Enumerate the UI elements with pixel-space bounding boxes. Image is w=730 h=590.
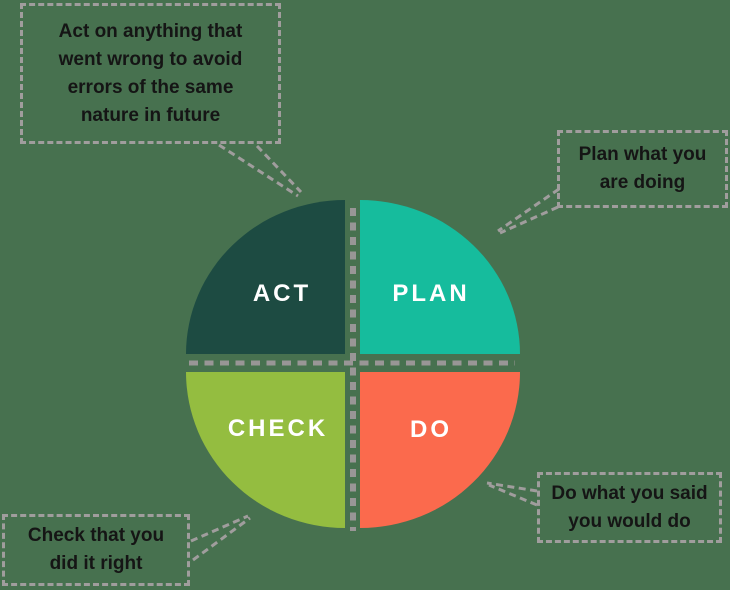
check-callout-tail: [190, 514, 251, 562]
act-callout-tail: [218, 143, 303, 198]
check-callout: Check that you did it right: [2, 514, 190, 586]
act-callout-line-2: went wrong to avoid: [58, 48, 243, 70]
do-callout-line-2: you would do: [568, 510, 691, 532]
plan-quadrant: [360, 200, 520, 354]
do-callout-tail: [486, 481, 538, 507]
plan-callout-line-2: are doing: [599, 172, 686, 193]
check-quadrant-label: CHECK: [227, 415, 329, 442]
plan-callout: Plan what you are doing: [557, 130, 728, 208]
act-callout-line-4: nature in future: [80, 104, 221, 126]
check-callout-line-2: did it right: [49, 553, 143, 574]
act-callout-line-1: Act on anything that: [58, 20, 243, 42]
check-quadrant: [186, 372, 345, 528]
check-callout-line-1: Check that you: [27, 525, 165, 546]
act-callout-line-3: errors of the same: [67, 76, 234, 98]
do-quadrant-label: DO: [410, 416, 452, 443]
do-callout-line-1: Do what you said: [551, 482, 708, 504]
plan-quadrant-label: PLAN: [392, 280, 470, 307]
do-quadrant: [360, 372, 520, 528]
act-callout: Act on anything that went wrong to avoid…: [20, 3, 281, 144]
plan-callout-line-1: Plan what you: [578, 144, 707, 165]
act-quadrant-label: ACT: [252, 280, 312, 307]
plan-callout-tail: [497, 187, 560, 235]
act-quadrant: [186, 200, 345, 354]
do-callout: Do what you said you would do: [537, 472, 722, 543]
